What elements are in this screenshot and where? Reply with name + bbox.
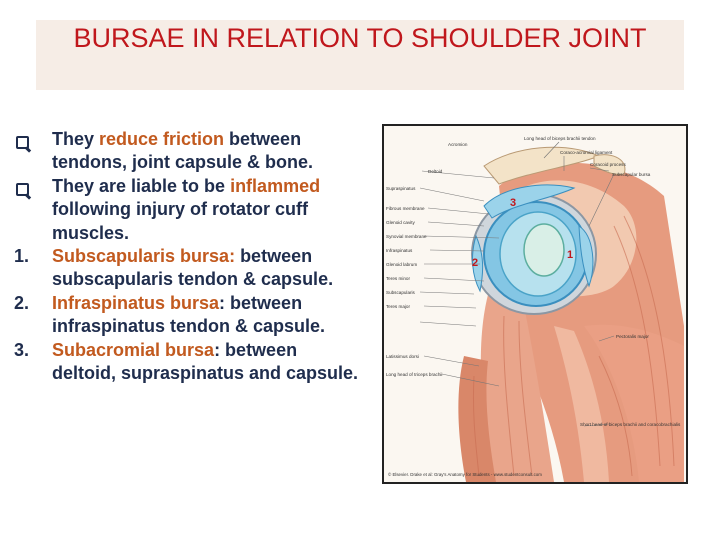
biceps-muscle <box>554 326 609 482</box>
bullet-item: They reduce friction between tendons, jo… <box>14 128 366 175</box>
shoulder-anatomy-figure: 3 2 1 Acromion Deltoid Supraspinatus Fib… <box>382 124 688 484</box>
label-coracoid-process: Coracoid process <box>590 162 626 167</box>
left-labels: Acromion Deltoid Supraspinatus Fibrous m… <box>386 142 468 377</box>
bullet-list: They reduce friction between tendons, jo… <box>14 128 366 385</box>
muscle-fibres <box>472 215 675 477</box>
figure-number-3: 3 <box>510 197 516 209</box>
bullet-text: : between deltoid, supraspinatus and cap… <box>52 339 359 384</box>
label-short-head-biceps: Short head of biceps brachii and coracob… <box>580 422 681 427</box>
coracoid-process <box>593 154 626 175</box>
numbered-item: 1. Subscapularis bursa: between subscapu… <box>14 245 366 292</box>
highlight-text: Subscapularis bursa: <box>52 246 236 267</box>
bullet-text: between tendons, joint capsule & bone. <box>52 129 314 173</box>
label-supraspinatus: Supraspinatus <box>386 186 416 191</box>
triceps-muscle <box>480 276 554 482</box>
numbered-item: 2. Infraspinatus bursa: between infraspi… <box>14 292 366 339</box>
label-coraco-acromial-ligament: Coraco-acromial ligament <box>560 150 613 155</box>
label-teres-minor: Teres minor <box>386 276 410 281</box>
label-biceps-tendon: Long head of biceps brachii tendon <box>524 136 596 141</box>
label-fibrous-membrane: Fibrous membrane <box>386 206 425 211</box>
highlight-text: reduce friction <box>99 129 225 149</box>
infraspinatus-bursa <box>472 234 484 293</box>
teres-muscle <box>458 356 496 482</box>
label-latissimus-dorsi: Latissimus dorsi <box>386 354 419 359</box>
label-long-head-triceps: Long head of triceps brachii <box>386 372 442 377</box>
label-glenoid-cavity: Glenoid cavity <box>386 220 416 225</box>
label-deltoid: Deltoid <box>428 169 443 174</box>
list-number: 1. <box>14 246 30 267</box>
checkbox-bullet-icon <box>14 128 29 151</box>
numbered-item: 3. Subacromial bursa: between deltoid, s… <box>14 339 366 386</box>
slide-title: BURSAE IN RELATION TO SHOULDER JOINT <box>73 23 647 53</box>
highlight-text: Subacromial bursa <box>52 339 215 360</box>
leader-lines <box>419 141 615 427</box>
right-labels: Long head of biceps brachii tendon Corac… <box>524 136 681 427</box>
figure-number-2: 2 <box>472 257 478 269</box>
highlight-text: Infraspinatus bursa <box>52 292 220 313</box>
subscapular-bursa <box>578 225 594 288</box>
title-banner <box>36 20 684 90</box>
subacromial-bursa <box>483 184 576 219</box>
checkbox-bullet-icon <box>14 175 29 198</box>
bullet-text: between subscapularis tendon & capsule. <box>52 246 334 290</box>
bullet-text: : between infraspinatus tendon & capsule… <box>52 292 326 337</box>
label-teres-major: Teres major <box>386 304 410 309</box>
glenoid-fossa <box>523 223 565 277</box>
label-pectoralis-major: Pectoralis major <box>616 334 649 339</box>
list-number: 2. <box>14 292 30 313</box>
bullet-text: They are liable to be <box>52 175 231 196</box>
bullet-item: They are liable to be inflammed followin… <box>14 175 366 245</box>
shoulder-illustration: 3 2 1 Acromion Deltoid Supraspinatus Fib… <box>386 136 684 482</box>
bullet-text: following injury of rotator cuff muscles… <box>52 199 308 243</box>
list-number: 3. <box>14 339 30 360</box>
label-infraspinatus: Infraspinatus <box>386 248 413 253</box>
bullet-text: They <box>52 129 100 149</box>
figure-credit: © Elsevier. Drake et al: Gray's Anatomy … <box>388 472 542 477</box>
label-glenoid-labrum: Glenoid labrum <box>386 262 417 267</box>
label-subscapular-bursa: Subscapular bursa <box>612 172 651 177</box>
label-synovial-membrane: Synovial membrane <box>386 234 427 239</box>
pectoralis-muscle <box>584 324 684 482</box>
figure-number-1: 1 <box>567 249 573 261</box>
label-subscapularis: Subscapularis <box>386 290 416 295</box>
label-acromion: Acromion <box>448 142 468 147</box>
highlight-text: inflammed <box>230 175 321 196</box>
